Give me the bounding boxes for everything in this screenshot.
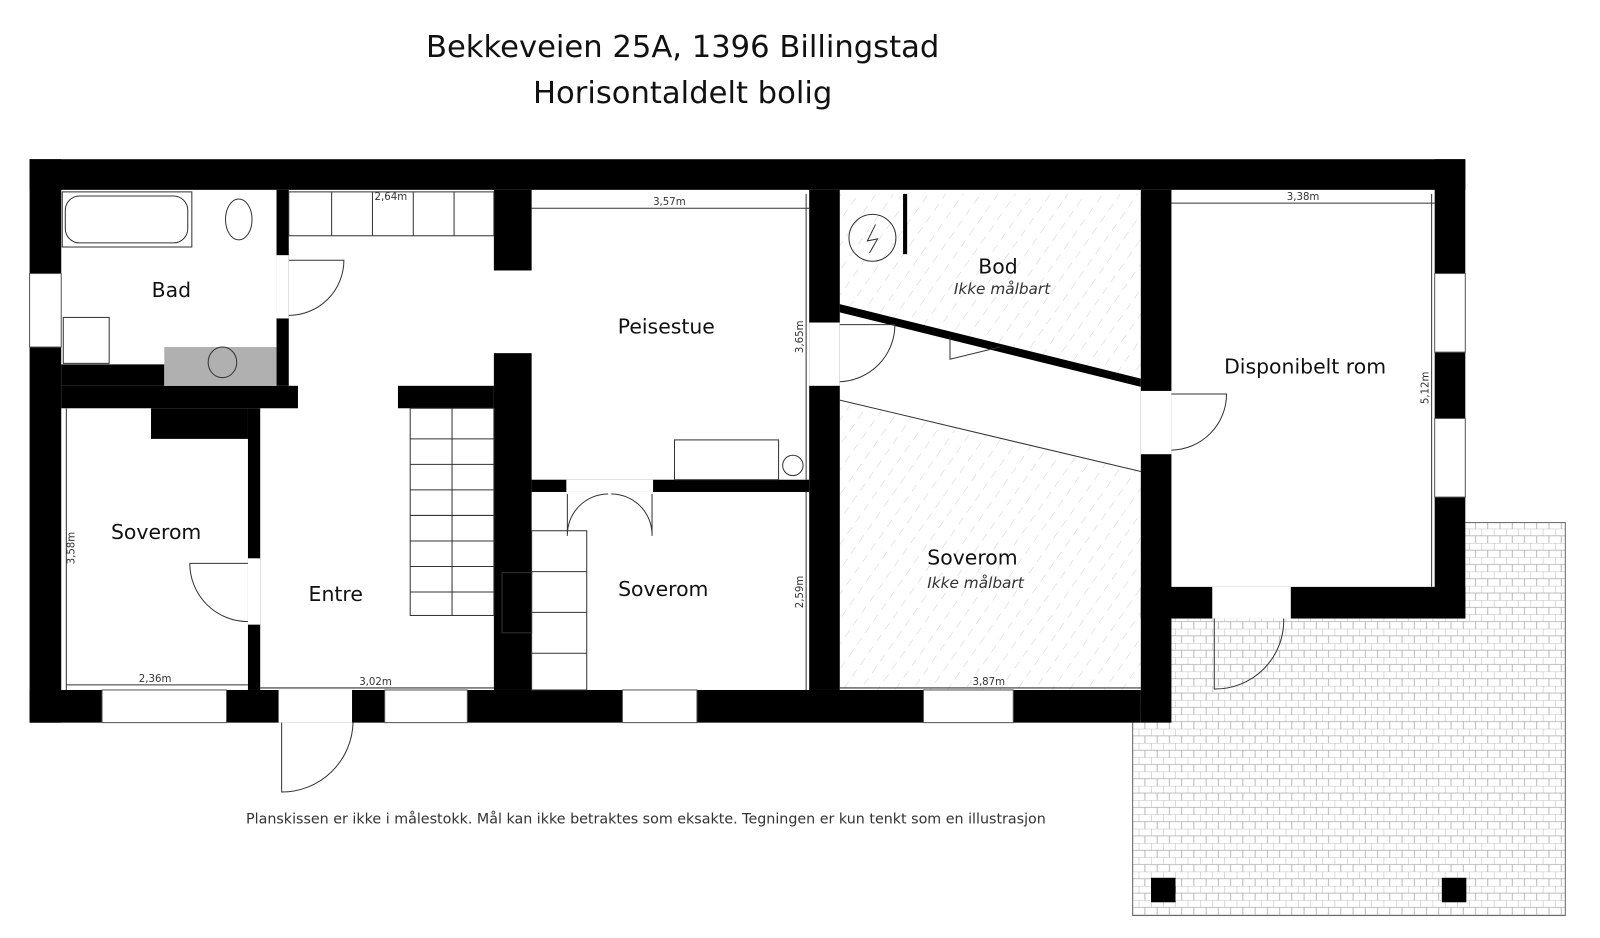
room-label-soverom-3: Soverom [927, 545, 1017, 569]
room-label-bad: Bad [152, 278, 191, 302]
fireplace-icon [673, 439, 780, 481]
dim-soverom3-width: 3,87m [972, 677, 1005, 688]
dim-soverom1-depth: 3,58m [66, 532, 77, 565]
address-title: Bekkeveien 25A, 1396 Billingstad [426, 30, 939, 65]
room-sublabel-bod: Ikke målbart [954, 280, 1051, 298]
dim-peisestue-depth: 3,65m [795, 320, 806, 353]
dim-peisestue-width: 3,57m [653, 197, 686, 208]
bathtub-icon [61, 191, 193, 248]
dim-entre-width: 3,02m [359, 677, 392, 688]
bathroom-fixtures [61, 191, 277, 386]
dimension-lines [65, 193, 1435, 690]
toilet-icon [225, 198, 253, 241]
drain-icon [782, 454, 804, 477]
room-label-bod: Bod [978, 255, 1017, 279]
room-label-soverom-1: Soverom [111, 520, 201, 544]
dim-soverom2-depth: 2,59m [795, 576, 806, 609]
room-label-disponibelt: Disponibelt rom [1224, 355, 1386, 379]
disclaimer: Planskissen er ikke i målestokk. Mål kan… [246, 811, 1046, 828]
dim-soverom1-width: 2,36m [139, 674, 172, 685]
terrace-post [1441, 877, 1467, 903]
openings [247, 255, 1291, 723]
room-label-entre: Entre [309, 582, 363, 606]
dim-disponibelt-depth: 5,12m [1421, 371, 1432, 404]
room-label-soverom-2: Soverom [618, 577, 708, 601]
room-label-peisestue: Peisestue [618, 315, 715, 339]
property-type-title: Horisontaldelt bolig [533, 76, 832, 111]
staircase [409, 407, 495, 616]
sink-icon [164, 347, 277, 386]
windows [29, 273, 1466, 724]
terrace-post [1151, 877, 1176, 903]
door-swings [189, 259, 1285, 793]
electrical-panel-icon [848, 193, 908, 262]
wardrobe [288, 191, 588, 691]
room-sublabel-soverom-3: Ikke målbart [927, 574, 1024, 592]
dim-hall-top: 2,64m [375, 192, 408, 203]
dim-disponibelt-width: 3,38m [1287, 192, 1320, 203]
bod-hatch [839, 193, 1141, 383]
soverom-hatch [839, 400, 1141, 690]
